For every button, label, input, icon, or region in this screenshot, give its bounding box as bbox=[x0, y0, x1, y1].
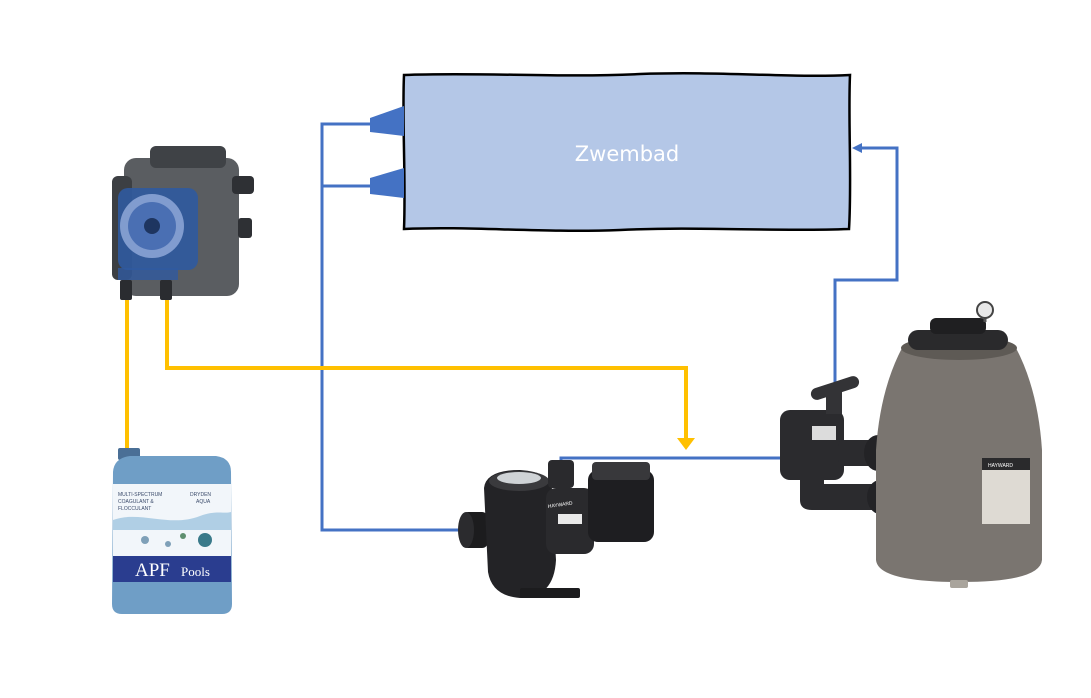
dosing-lines bbox=[125, 300, 688, 452]
circulation-pump: HAYWARD bbox=[458, 460, 654, 598]
return-pipe bbox=[320, 122, 470, 532]
container-label-line1: MULTI-SPECTRUM bbox=[118, 492, 162, 498]
container-maker-line2: AQUA bbox=[196, 499, 211, 505]
pool-label: Zwembad bbox=[575, 142, 679, 166]
dosing-pump bbox=[112, 146, 254, 300]
container-maker-line1: DRYDEN bbox=[190, 492, 211, 498]
filter-to-pool-pipe bbox=[833, 146, 899, 420]
container-label-line2: COAGULANT & bbox=[118, 499, 154, 505]
chemical-container: MULTI-SPECTRUM COAGULANT & FLOCCULANT DR… bbox=[112, 448, 232, 614]
container-brand-main: APF bbox=[135, 560, 170, 581]
pool-inlet-nozzle-bottom bbox=[370, 168, 404, 198]
pool-shape bbox=[402, 71, 852, 233]
container-brand-suffix: Pools bbox=[181, 564, 210, 579]
pressure-gauge-icon bbox=[976, 301, 994, 319]
pool-return-arrowhead bbox=[852, 143, 862, 153]
dosing-arrowhead bbox=[677, 438, 695, 450]
pool-inlet-nozzle-top bbox=[370, 106, 404, 136]
filter-brand: HAYWARD bbox=[988, 463, 1013, 469]
pool: Zwembad bbox=[370, 71, 852, 233]
dosing-delivery-line bbox=[165, 300, 688, 440]
sand-filter: HAYWARD bbox=[876, 301, 1042, 588]
container-label-line3: FLOCCULANT bbox=[118, 506, 151, 512]
pump-brand: HAYWARD bbox=[547, 501, 573, 510]
